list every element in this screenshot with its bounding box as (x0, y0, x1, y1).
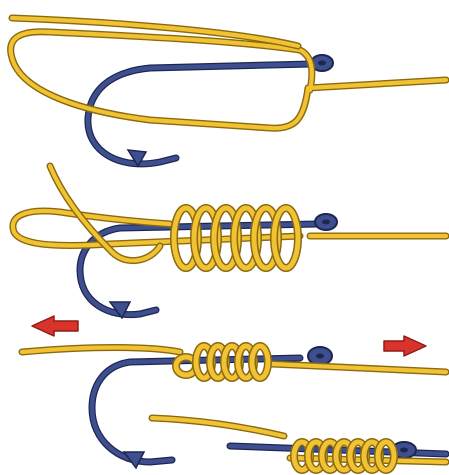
step-4-trim-tag-end (152, 418, 446, 470)
fishing-line (22, 346, 446, 378)
line-coils (176, 346, 268, 378)
step-2-wrap-around-shank (13, 166, 446, 318)
fishing-hook-icon (88, 55, 333, 166)
step-1-loop-through-eye (11, 18, 446, 166)
fishing-line (13, 166, 446, 268)
fishing-line (11, 18, 446, 128)
pull-right-arrow-icon (384, 336, 426, 356)
pull-left-arrow-icon (32, 316, 78, 336)
trimmed-tag-end (152, 418, 284, 436)
line-coils (174, 208, 298, 268)
